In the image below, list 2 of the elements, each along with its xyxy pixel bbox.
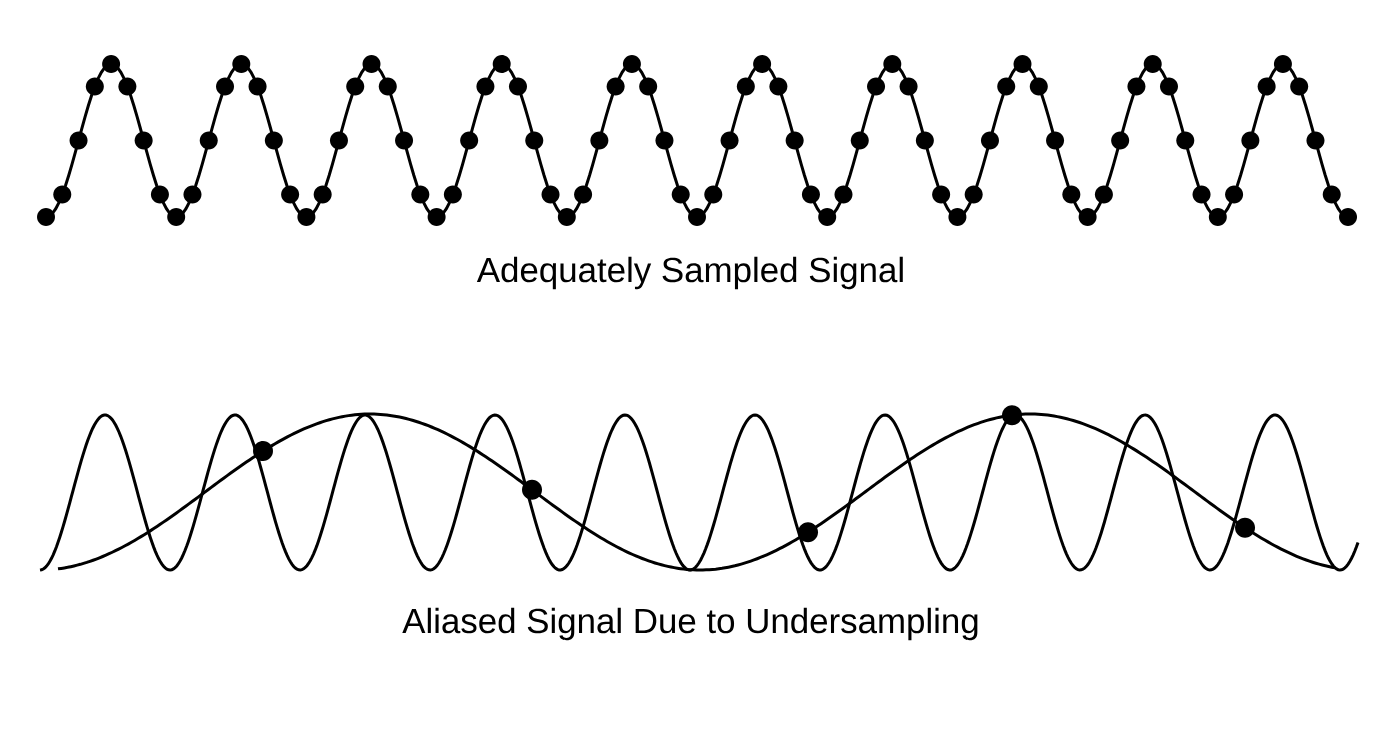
caption: Aliased Signal Due to Undersampling [402, 607, 978, 641]
caption: Adequately Sampled Signal [476, 256, 903, 290]
